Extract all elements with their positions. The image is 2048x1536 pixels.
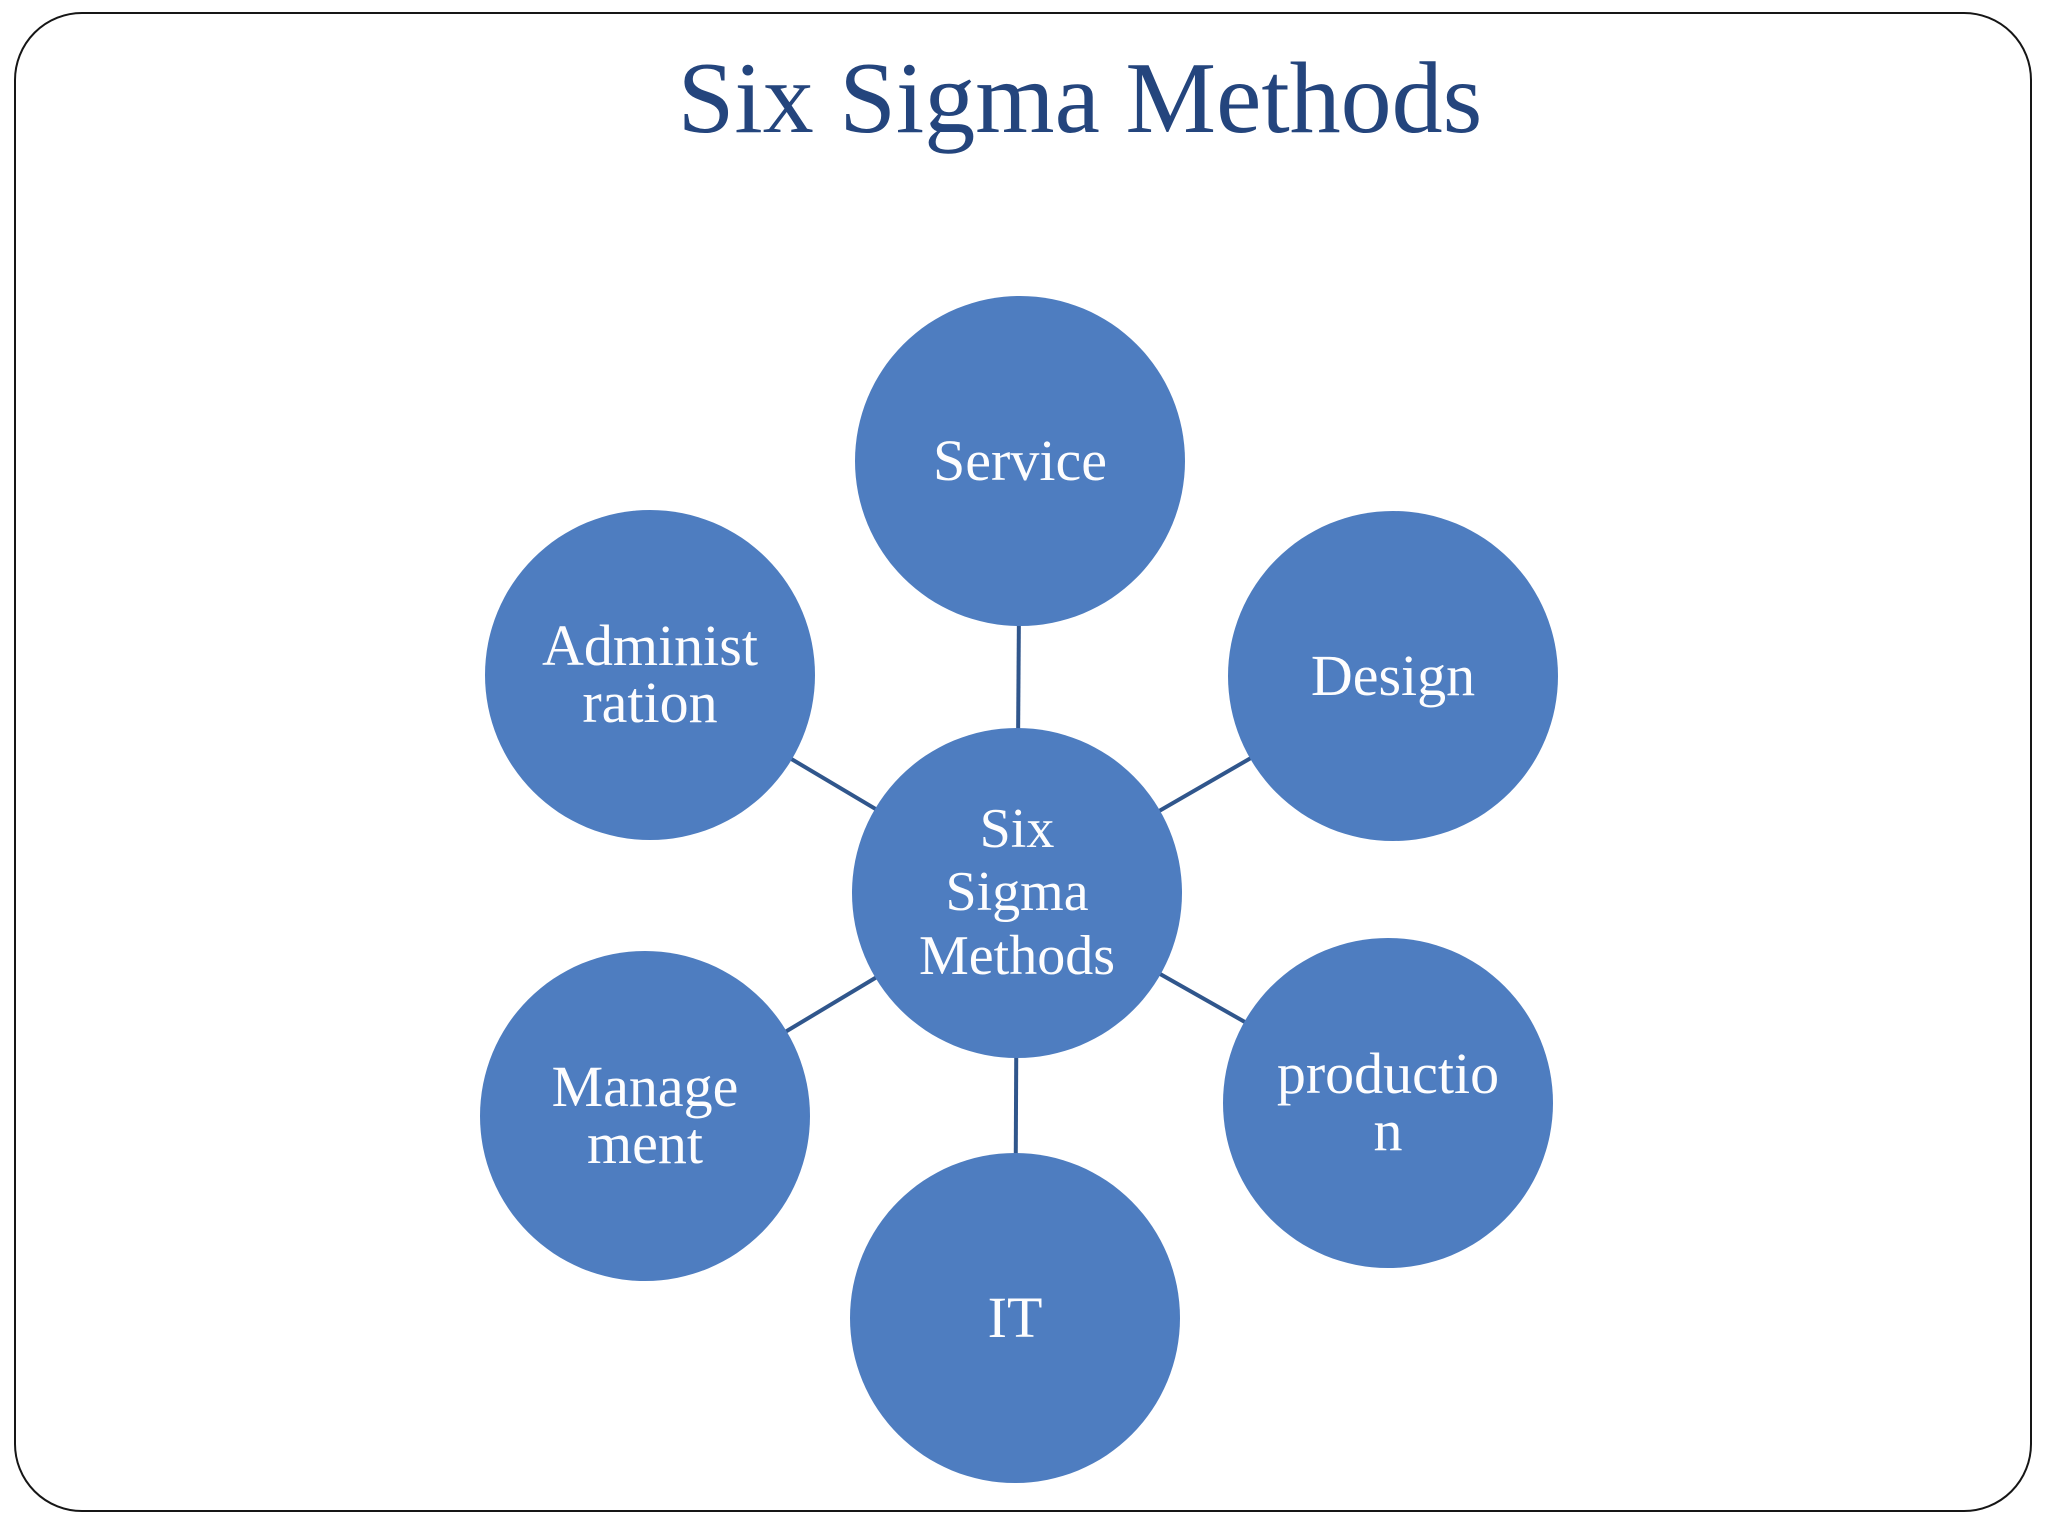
node-design: Design — [1228, 511, 1558, 841]
node-service: Service — [855, 296, 1185, 626]
slide-title: Six Sigma Methods — [677, 42, 1483, 155]
node-it-label: IT — [987, 1284, 1043, 1350]
node-administration: Administ ration — [485, 510, 815, 840]
node-it: IT — [850, 1153, 1180, 1483]
node-hub-label: Six Sigma Methods — [919, 798, 1115, 987]
node-administration-label: Administ ration — [542, 613, 758, 735]
node-hub: Six Sigma Methods — [852, 728, 1182, 1058]
node-management-label: Manage ment — [551, 1054, 739, 1176]
node-service-label: Service — [933, 427, 1107, 493]
node-design-label: Design — [1310, 642, 1476, 708]
slide-border — [14, 12, 2032, 1512]
node-production: productio n — [1223, 938, 1553, 1268]
node-production-label: productio n — [1276, 1041, 1500, 1163]
node-management: Manage ment — [480, 951, 810, 1281]
